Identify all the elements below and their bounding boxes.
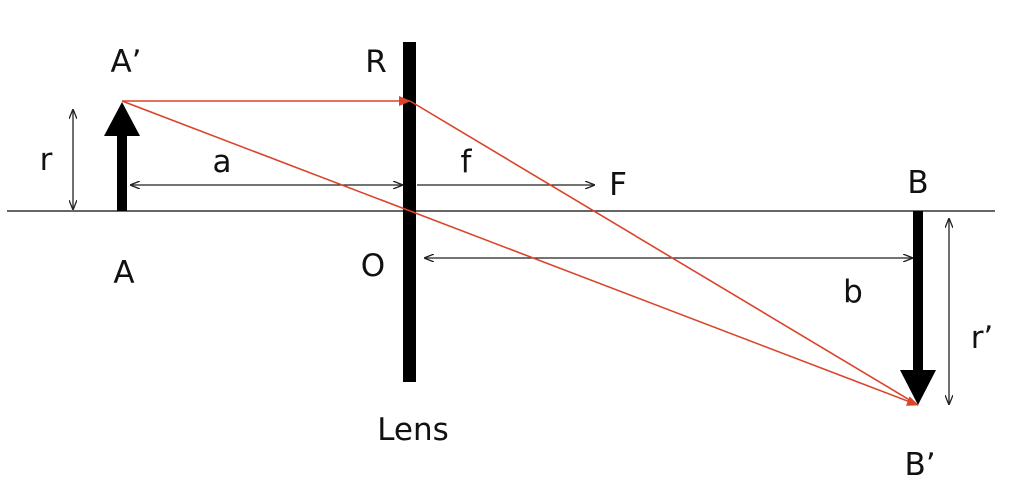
label-focal-length: f: [461, 144, 473, 180]
label-image-base: B: [907, 165, 928, 201]
label-image-tip: B’: [904, 447, 935, 483]
lens: [403, 42, 416, 382]
label-object-height: r: [40, 142, 53, 178]
label-image-distance: b: [843, 274, 863, 310]
central-ray: [121, 100, 919, 406]
label-lens-top: R: [365, 44, 387, 80]
label-object-distance: a: [213, 144, 232, 180]
refracted-ray: [409, 100, 919, 406]
label-image-height: r’: [971, 320, 994, 356]
label-lens-center: O: [361, 248, 385, 284]
image-arrow: [900, 211, 936, 405]
object-arrow: [104, 102, 140, 211]
label-object-top: A’: [110, 44, 141, 80]
label-lens: Lens: [377, 412, 449, 448]
label-focal-point: F: [609, 167, 627, 203]
label-object-base: A: [113, 255, 134, 291]
